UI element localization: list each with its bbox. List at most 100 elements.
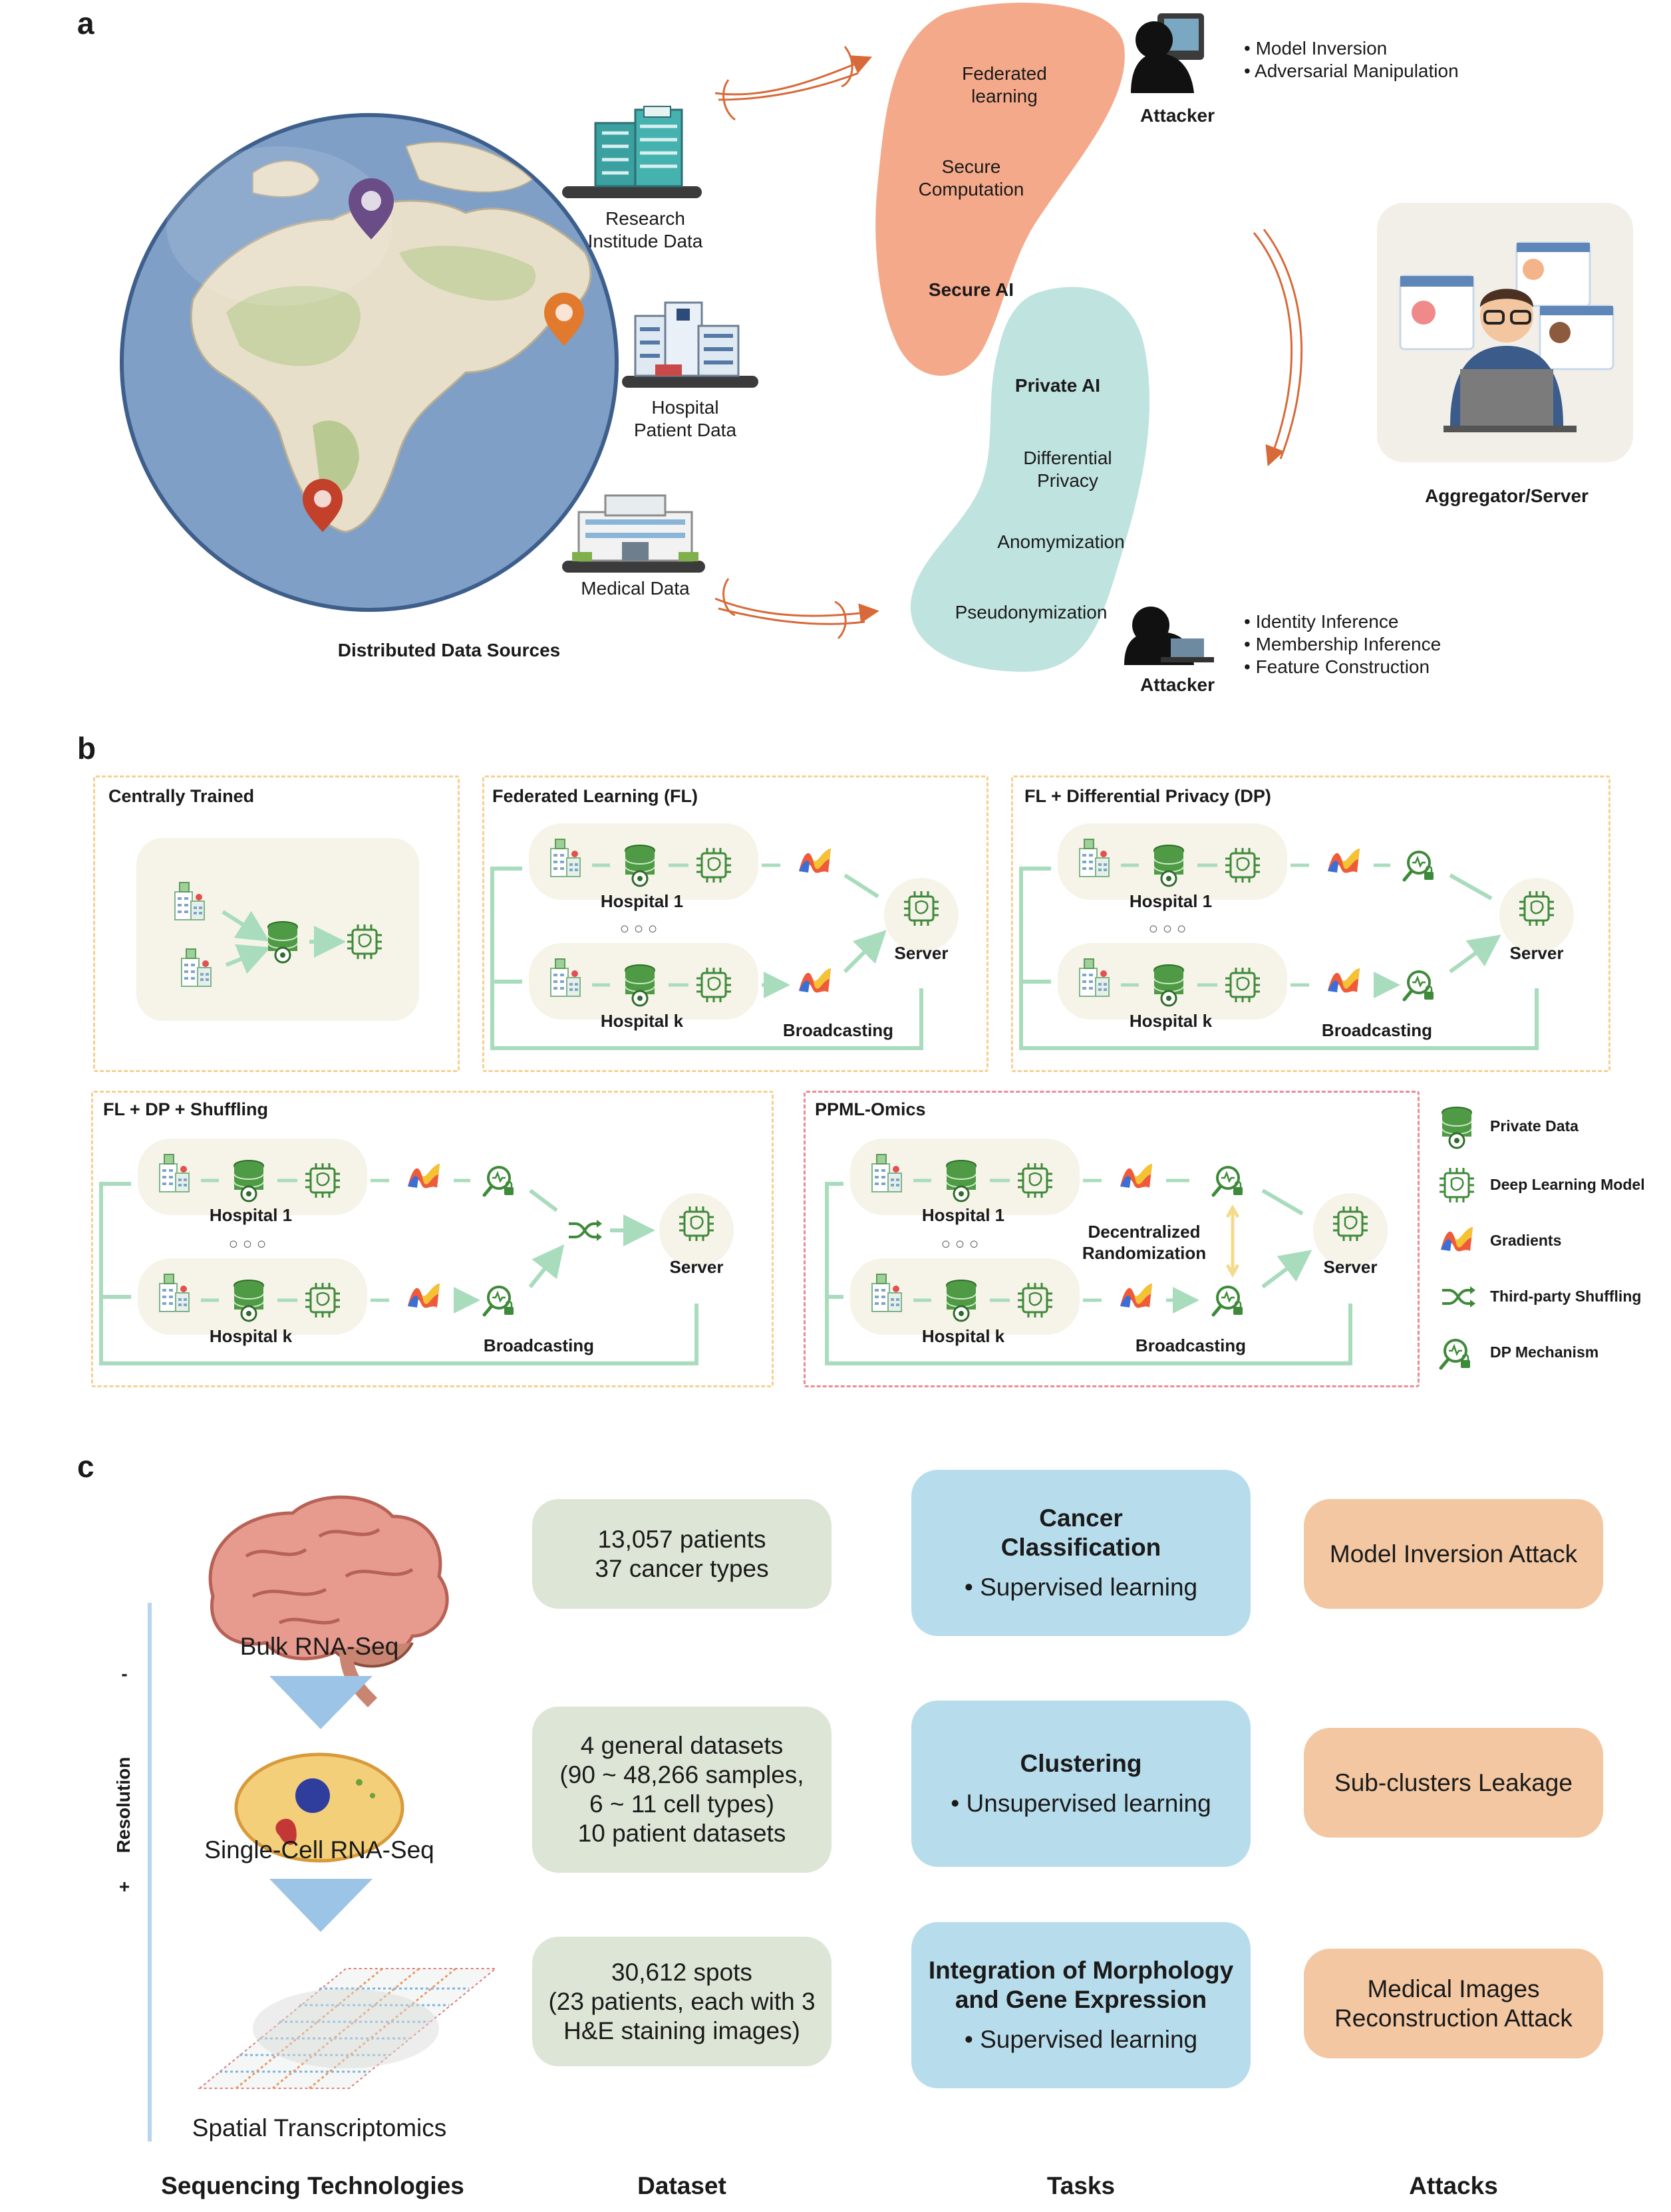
task-sub: • Supervised learning xyxy=(964,2026,1198,2053)
task-box: Integration of Morphology and Gene Expre… xyxy=(911,1922,1251,2088)
dataset-text: 13,057 patients 37 cancer types xyxy=(595,1525,769,1582)
attack-box: Sub-clusters Leakage xyxy=(1304,1728,1603,1838)
dataset-box: 30,612 spots (23 patients, each with 3 H… xyxy=(532,1937,832,2066)
hospital-building-icon xyxy=(622,301,758,388)
bulk-rna-seq-label: Bulk RNA-Seq xyxy=(239,1633,399,1660)
sequencing-graphics xyxy=(148,1495,498,2142)
attack-item: Model Inversion xyxy=(1244,37,1459,60)
secure-ai-title: Secure AI xyxy=(928,279,1014,300)
research-institute-label: Research Institude Data xyxy=(587,208,703,251)
spatial-grid-icon xyxy=(198,1967,498,2090)
flow-arrow xyxy=(714,46,1303,640)
attack-box: Model Inversion Attack xyxy=(1304,1499,1603,1609)
private-ai-item: Differential Privacy xyxy=(1023,448,1112,491)
brain-icon xyxy=(208,1495,449,1708)
central-diagram xyxy=(174,882,383,987)
gradients-icon xyxy=(799,968,831,993)
research-building-icon xyxy=(562,106,702,198)
fl-hospital1-label: Hospital 1 xyxy=(600,891,684,911)
task-sub: • Unsupervised learning xyxy=(951,1790,1211,1817)
task-title: Integration of Morphology and Gene Expre… xyxy=(928,1957,1234,2013)
single-cell-label: Single-Cell RNA-Seq xyxy=(204,1836,434,1864)
funnel-arrow xyxy=(269,1676,373,1729)
fl-diagram xyxy=(490,823,959,1050)
ppml-dots: ○ ○ ○ xyxy=(941,1235,979,1253)
aggregator-server-illustration xyxy=(1377,203,1633,462)
location-pin-icon xyxy=(349,178,394,239)
fl-dp-dots: ○ ○ ○ xyxy=(1148,920,1187,938)
attack-item: Identity Inference xyxy=(1244,611,1441,633)
panel-c-letter: c xyxy=(77,1449,94,1484)
legend-icons xyxy=(1438,1106,1477,1390)
fl-dp-shuffle-dots: ○ ○ ○ xyxy=(228,1235,267,1253)
third-party-shuffling-icon xyxy=(1441,1285,1477,1309)
cell-icon xyxy=(234,1752,404,1863)
location-pin-icon xyxy=(544,293,584,346)
dp-mechanism-icon xyxy=(1213,1287,1243,1315)
fl-dp-shuffle-box xyxy=(91,1091,774,1387)
private-ai-title: Private AI xyxy=(1014,375,1101,396)
attacker-bottom-list: Identity Inference Membership Inference … xyxy=(1244,611,1442,678)
attack-item: Feature Construction xyxy=(1244,656,1441,678)
fl-dp-box xyxy=(1011,775,1610,1072)
column-header: Sequencing Technologies xyxy=(161,2172,464,2199)
funnel-arrow xyxy=(269,1879,373,1932)
ppml-hospital1-label: Hospital 1 xyxy=(921,1205,1005,1225)
fl-title: Federated Learning (FL) xyxy=(492,786,698,806)
attack-box: Medical Images Reconstruction Attack xyxy=(1304,1949,1603,2058)
panel-b-letter: b xyxy=(77,731,96,765)
hospital-icon xyxy=(181,948,212,987)
attacker-bottom-label: Attacker xyxy=(1139,674,1215,695)
location-pin-icon xyxy=(303,479,343,532)
gradients-icon xyxy=(1328,968,1360,993)
legend-label: Third-party Shuffling xyxy=(1490,1288,1642,1305)
deep-learning-model-icon xyxy=(346,923,383,960)
fl-box xyxy=(482,775,988,1072)
attack-text: Model Inversion Attack xyxy=(1329,1540,1578,1568)
task-sub-text: Supervised learning xyxy=(980,1574,1198,1601)
ppml-hospitalk-label: Hospital k xyxy=(921,1326,1005,1346)
task-title: Clustering xyxy=(1020,1750,1142,1777)
panel-a-letter: a xyxy=(77,6,94,41)
private-ai-item: Anomymization xyxy=(997,531,1125,552)
fl-dp-broadcast-label: Broadcasting xyxy=(1321,1020,1433,1040)
attacker-icon xyxy=(1124,607,1214,665)
hospital-patient-label: Hospital Patient Data xyxy=(633,397,737,440)
legend-label: DP Mechanism xyxy=(1490,1343,1599,1361)
secure-ai-item: Federated learning xyxy=(962,63,1047,106)
dp-mechanism-icon xyxy=(1404,972,1434,1000)
ppml-omics-diagram xyxy=(825,1139,1388,1365)
fl-dp-shuffle-hospital1-label: Hospital 1 xyxy=(209,1205,293,1225)
attack-text: Sub-clusters Leakage xyxy=(1334,1768,1573,1796)
spatial-label: Spatial Transcriptomics xyxy=(192,2114,447,2142)
fl-server-label: Server xyxy=(894,943,949,963)
dataset-text: 30,612 spots (23 patients, each with 3 H… xyxy=(548,1958,816,2044)
gradients-icon xyxy=(1328,849,1360,873)
distributed-sources-caption: Distributed Data Sources xyxy=(337,640,561,660)
task-sub-text: Supervised learning xyxy=(980,2026,1198,2053)
centrally-trained-title: Centrally Trained xyxy=(108,786,255,806)
ppml-broadcast-label: Broadcasting xyxy=(1135,1335,1247,1355)
centrally-trained-box xyxy=(93,775,460,1072)
resolution-label: Resolution xyxy=(113,1756,134,1854)
gradients-icon xyxy=(1120,1164,1152,1188)
private-data-icon xyxy=(267,920,299,964)
fl-dots: ○ ○ ○ xyxy=(619,920,658,938)
gradients-icon xyxy=(408,1164,440,1188)
column-header: Dataset xyxy=(637,2172,726,2199)
resolution-minus: - xyxy=(121,1663,128,1684)
medical-data-label: Medical Data xyxy=(581,578,690,599)
secure-ai-item: Secure Computation xyxy=(918,156,1024,200)
column-header: Attacks xyxy=(1409,2172,1498,2199)
fl-dp-shuffle-diagram xyxy=(99,1139,734,1365)
dp-mechanism-icon xyxy=(1441,1340,1470,1368)
dataset-text: 4 general datasets (90 ~ 48,266 samples,… xyxy=(559,1732,804,1847)
attacker-top-list: Model Inversion Adversarial Manipulation xyxy=(1244,37,1459,82)
fl-dp-shuffle-hospitalk-label: Hospital k xyxy=(209,1326,293,1346)
globe-icon xyxy=(120,113,619,612)
ppml-server-label: Server xyxy=(1323,1257,1378,1277)
third-party-shuffling-icon xyxy=(567,1218,603,1242)
task-title: Cancer Classification xyxy=(1000,1504,1161,1561)
task-sub: • Supervised learning xyxy=(964,1574,1198,1601)
fl-dp-hospital1-label: Hospital 1 xyxy=(1129,891,1213,911)
